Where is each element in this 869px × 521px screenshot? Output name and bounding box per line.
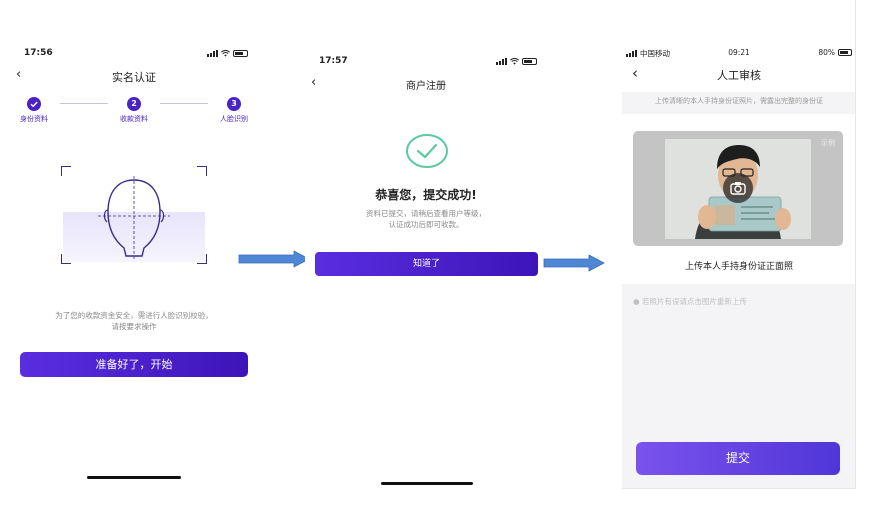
submit-button[interactable]: 提交	[636, 442, 840, 475]
id-photo-upload[interactable]: 示例	[633, 131, 843, 246]
battery-info: 80%	[818, 48, 852, 57]
wifi-icon	[510, 58, 519, 65]
frame-corner	[61, 166, 71, 176]
step-1-label: 身份资料	[20, 115, 48, 123]
nav-bar: ‹ 商户注册	[305, 75, 547, 97]
step-connector	[160, 103, 208, 104]
step-3-number: 3	[227, 97, 241, 111]
status-icons	[207, 50, 248, 57]
status-time: 17:56	[24, 48, 53, 58]
face-outline-icon	[98, 176, 170, 260]
upload-label: 上传本人手持身份证正面照	[684, 262, 793, 272]
header-area: 中国移动 09:21 80% ‹ 人工审核	[622, 0, 855, 92]
phone-screen-merchant-register: 17:57 ‹ 商户注册 恭喜您，提交成功! 资料已提交，请稍后查看用户等级， …	[305, 0, 547, 521]
success-title: 恭喜您，提交成功!	[375, 188, 477, 202]
frame-corner	[61, 254, 71, 264]
flow-arrow-icon	[238, 250, 310, 268]
status-bar: 17:57	[315, 56, 537, 70]
reupload-tip: ● 若照片有误请点击图片重新上传	[633, 297, 747, 306]
status-bar: 中国移动 09:21 80%	[626, 48, 852, 60]
step-connector	[60, 103, 108, 104]
status-time: 09:21	[728, 48, 750, 57]
back-chevron-icon[interactable]: ‹	[311, 75, 317, 90]
got-it-button[interactable]: 知道了	[315, 252, 538, 276]
step-2-label: 收款资料	[120, 115, 148, 123]
back-chevron-icon[interactable]: ‹	[16, 67, 22, 82]
status-time: 17:57	[319, 56, 348, 66]
home-indicator	[87, 476, 181, 479]
start-button[interactable]: 准备好了，开始	[20, 352, 248, 377]
success-desc-line2: 认证成功后即可收款。	[388, 220, 464, 229]
wifi-icon	[221, 50, 230, 57]
camera-icon[interactable]	[723, 173, 753, 203]
phone-screen-manual-review: 中国移动 09:21 80% ‹ 人工审核 上传清晰的本人手持身份证照片，需露出…	[622, 0, 856, 489]
step-1-check-icon	[27, 97, 41, 111]
battery-icon	[522, 58, 537, 65]
upload-notice: 上传清晰的本人手持身份证照片，需露出完整的身份证	[655, 97, 823, 105]
page-title: 人工审核	[717, 69, 761, 82]
success-description: 资料已提交，请稍后查看用户等级， 认证成功后即可收款。	[305, 208, 547, 230]
frame-corner	[197, 254, 207, 264]
sample-tag: 示例	[821, 139, 835, 147]
step-progress: 2 3 身份资料 收款资料 人脸识别	[8, 95, 260, 125]
signal-icon	[626, 50, 637, 57]
face-scan-frame	[61, 166, 207, 264]
back-chevron-icon[interactable]: ‹	[632, 64, 638, 82]
upload-card: 示例	[622, 114, 855, 284]
battery-percent: 80%	[818, 48, 835, 57]
security-hint: 为了您的收款资金安全，需进行人脸识别校验，请按要求操作	[55, 311, 213, 331]
success-desc-line1: 资料已提交，请稍后查看用户等级，	[366, 209, 486, 218]
step-3-label: 人脸识别	[220, 115, 248, 123]
home-indicator	[381, 482, 473, 485]
carrier-name: 中国移动	[640, 49, 670, 58]
status-icons	[496, 58, 537, 65]
step-2-number: 2	[127, 97, 141, 111]
nav-bar: ‹ 实名认证	[8, 67, 260, 89]
phone-screen-real-name: 17:56 ‹ 实名认证 2 3 身份资料 收款资料 人脸识别 为	[8, 0, 260, 521]
frame-corner	[197, 166, 207, 176]
battery-icon	[233, 50, 248, 57]
page-title: 实名认证	[112, 71, 156, 84]
status-bar: 17:56	[20, 48, 248, 62]
battery-icon	[838, 49, 852, 56]
success-check-icon	[406, 134, 448, 168]
flow-arrow-icon	[543, 254, 605, 272]
signal-icon	[207, 50, 218, 57]
carrier-info: 中国移动	[626, 48, 670, 59]
signal-icon	[496, 58, 507, 65]
page-title: 商户注册	[406, 81, 446, 92]
